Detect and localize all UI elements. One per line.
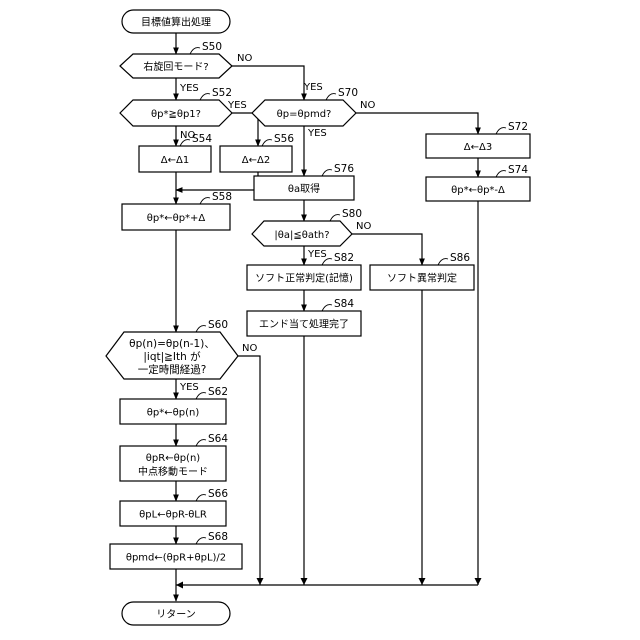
leader-s70 bbox=[326, 94, 336, 100]
step-tag-s80: S80 bbox=[342, 208, 362, 220]
s86-label: ソフト異常判定 bbox=[387, 272, 457, 285]
s80-label: |θa|≦θath? bbox=[274, 230, 329, 241]
s80-no-label: NO bbox=[356, 221, 371, 232]
bus-arrowhead bbox=[419, 578, 426, 585]
s60-yes-label: YES bbox=[179, 382, 199, 393]
s70-no-label: NO bbox=[360, 100, 375, 111]
leader-s76 bbox=[322, 170, 332, 176]
s84-label: エンド当て処理完了 bbox=[259, 318, 349, 331]
leader-s74 bbox=[496, 171, 506, 177]
s70-yes-label: YES bbox=[303, 82, 323, 93]
step-tag-s60: S60 bbox=[208, 319, 228, 331]
leader-s86 bbox=[438, 259, 448, 265]
edge-s50-s70 bbox=[232, 66, 304, 100]
step-tag-s58: S58 bbox=[212, 191, 232, 203]
step-tag-s76: S76 bbox=[334, 163, 354, 175]
s70-yes-label-below: YES bbox=[307, 128, 327, 139]
s68-label: θpmd←(θpR+θpL)/2 bbox=[126, 553, 226, 564]
s64-label-line2: 中点移動モード bbox=[138, 465, 208, 478]
s54-label: Δ←Δ1 bbox=[161, 155, 189, 166]
bus-arrowhead bbox=[475, 578, 482, 585]
bus-arrowhead bbox=[176, 582, 183, 589]
s80-yes-label: YES bbox=[307, 249, 327, 260]
s60-label-line3: 一定時間経過? bbox=[138, 363, 207, 376]
step-tag-s70: S70 bbox=[338, 87, 358, 99]
s62-label: θp*←θp(n) bbox=[147, 408, 200, 419]
s82-label: ソフト正常判定(記憶) bbox=[255, 272, 353, 285]
bus-arrowhead bbox=[301, 578, 308, 585]
s60-no-label: NO bbox=[242, 343, 257, 354]
step-tag-s82: S82 bbox=[334, 252, 354, 264]
leader-s64 bbox=[196, 440, 206, 446]
s56-label: Δ←Δ2 bbox=[242, 155, 270, 166]
leader-s68 bbox=[196, 538, 206, 544]
s58-label: θp*←θp*+Δ bbox=[147, 213, 206, 224]
leader-s60 bbox=[196, 326, 206, 332]
step-tag-s50: S50 bbox=[202, 41, 222, 53]
s50-yes-label: YES bbox=[179, 83, 199, 94]
nodes bbox=[106, 10, 530, 625]
bus-arrowhead bbox=[257, 578, 264, 585]
s64-label-line1: θpR←θp(n) bbox=[146, 453, 200, 464]
s50-no-label: NO bbox=[237, 53, 252, 64]
s60-label-line2: |iqt|≧Ith が bbox=[143, 350, 201, 363]
edge-s70-s72 bbox=[356, 113, 478, 134]
step-tag-s68: S68 bbox=[208, 531, 228, 543]
leader-s66 bbox=[196, 495, 206, 501]
step-tag-s64: S64 bbox=[208, 433, 228, 445]
s76-label: θa取得 bbox=[288, 183, 320, 195]
edge-s80-s86 bbox=[352, 234, 422, 265]
s60-label-line1: θp(n)=θp(n-1)、 bbox=[129, 338, 215, 350]
s52-yes-label: YES bbox=[227, 100, 247, 111]
s52-label: θp*≧θp1? bbox=[151, 109, 201, 120]
edge-s56-merge bbox=[176, 172, 258, 190]
s50-label: 右旋回モード? bbox=[143, 60, 208, 73]
start-label: 目標値算出処理 bbox=[141, 16, 211, 29]
leader-s84 bbox=[322, 305, 332, 311]
edge-s52-s56 bbox=[232, 113, 258, 146]
leader-s58 bbox=[200, 198, 210, 204]
leader-s52 bbox=[200, 94, 210, 100]
step-tag-s56: S56 bbox=[274, 133, 294, 145]
step-tag-s84: S84 bbox=[334, 298, 354, 310]
step-tag-s66: S66 bbox=[208, 488, 228, 500]
leader-s62 bbox=[196, 393, 206, 399]
leader-s80 bbox=[330, 215, 340, 221]
step-tag-s74: S74 bbox=[508, 164, 528, 176]
step-tag-s52: S52 bbox=[212, 87, 232, 99]
step-tag-s62: S62 bbox=[208, 386, 228, 398]
s72-label: Δ←Δ3 bbox=[464, 142, 492, 153]
s66-label: θpL←θpR-θLR bbox=[139, 510, 207, 521]
step-tag-s72: S72 bbox=[508, 121, 528, 133]
s52-no-label: NO bbox=[180, 130, 195, 141]
leader-s72 bbox=[496, 128, 506, 134]
end-label: リターン bbox=[156, 609, 196, 621]
s70-label: θp=θpmd? bbox=[277, 109, 332, 120]
leader-s50 bbox=[190, 48, 200, 54]
step-tag-s86: S86 bbox=[450, 252, 470, 264]
leader-s56 bbox=[262, 140, 272, 146]
s74-label: θp*←θp*-Δ bbox=[451, 185, 505, 196]
